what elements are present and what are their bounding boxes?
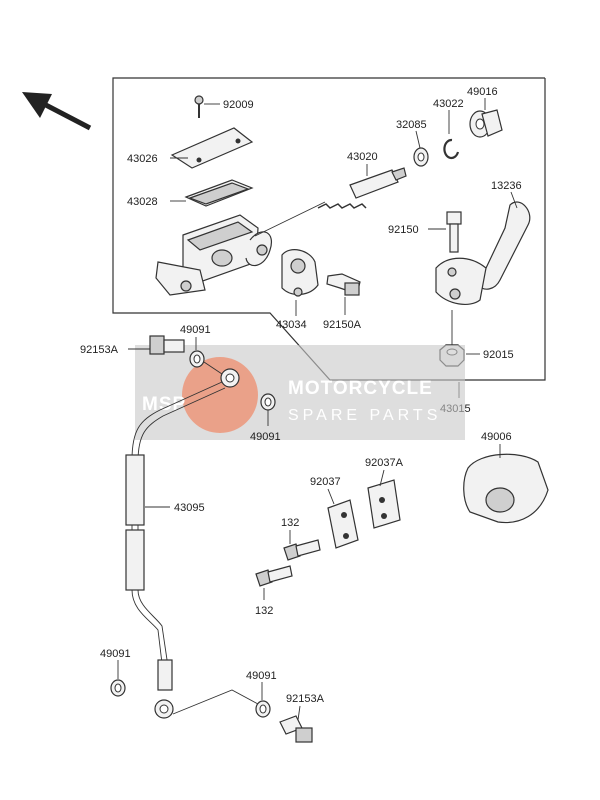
label-92150: 92150 [388,224,419,236]
label-132-b: 132 [255,605,273,617]
bolt-92150A [326,273,361,315]
label-49091-b: 49091 [250,431,281,443]
label-43028: 43028 [127,196,158,208]
label-43020: 43020 [347,151,378,163]
bolt-132-a [283,530,321,561]
reservoir-cap-43026 [170,127,254,169]
banjo-bolt-92153A-top [128,335,185,355]
hose-lower-leader [172,689,259,715]
label-92150A: 92150A [323,319,362,331]
label-43022: 43022 [433,98,464,110]
front-direction-arrow-icon [22,92,92,131]
label-49091-d: 49091 [246,670,277,682]
label-92153A-bottom: 92153A [286,693,325,705]
label-32085: 32085 [396,119,427,131]
clamp-43034 [281,249,319,316]
watermark-brand-top: MOTORCYCLE [288,378,433,399]
banjo-bolt-92153A-bottom [279,705,313,743]
boot-cover-49006 [463,444,549,524]
label-43095: 43095 [174,502,205,514]
holder-92037A [367,469,401,529]
watermark: MSP MOTORCYCLE SPARE PARTS [135,345,465,440]
watermark-brand-bottom: SPARE PARTS [288,407,441,424]
holder-92037 [327,488,359,549]
label-49091-c: 49091 [100,648,131,660]
watermark-logo: MSP [142,394,186,415]
label-92037A: 92037A [365,457,404,469]
washer-49091-b [260,393,276,426]
label-92037: 92037 [310,476,341,488]
label-92015: 92015 [483,349,514,361]
label-92009: 92009 [223,99,254,111]
label-132-a: 132 [281,517,299,529]
label-49091-a: 49091 [180,324,211,336]
bolt-132-b [255,565,293,600]
label-43034: 43034 [276,319,307,331]
collar-49016 [469,98,503,138]
washer-49091-a [189,337,226,377]
label-92153A-top: 92153A [80,344,119,356]
master-cylinder-body [155,201,326,296]
dust-boot-32085 [413,130,429,167]
brake-hose-43095 [125,368,240,719]
assembly-frame [112,77,546,381]
piston-kit-43020 [317,164,407,209]
bolt-92150 [428,211,462,253]
circlip-43022 [443,110,460,160]
brake-lever-13236 [435,191,531,306]
label-43026: 43026 [127,153,158,165]
label-49016: 49016 [467,86,498,98]
washer-49091-d [255,682,271,718]
label-49006: 49006 [481,431,512,443]
diaphragm-43028 [170,179,254,207]
screw-92009 [194,95,220,118]
washer-49091-c [110,660,126,697]
label-13236: 13236 [491,180,522,192]
